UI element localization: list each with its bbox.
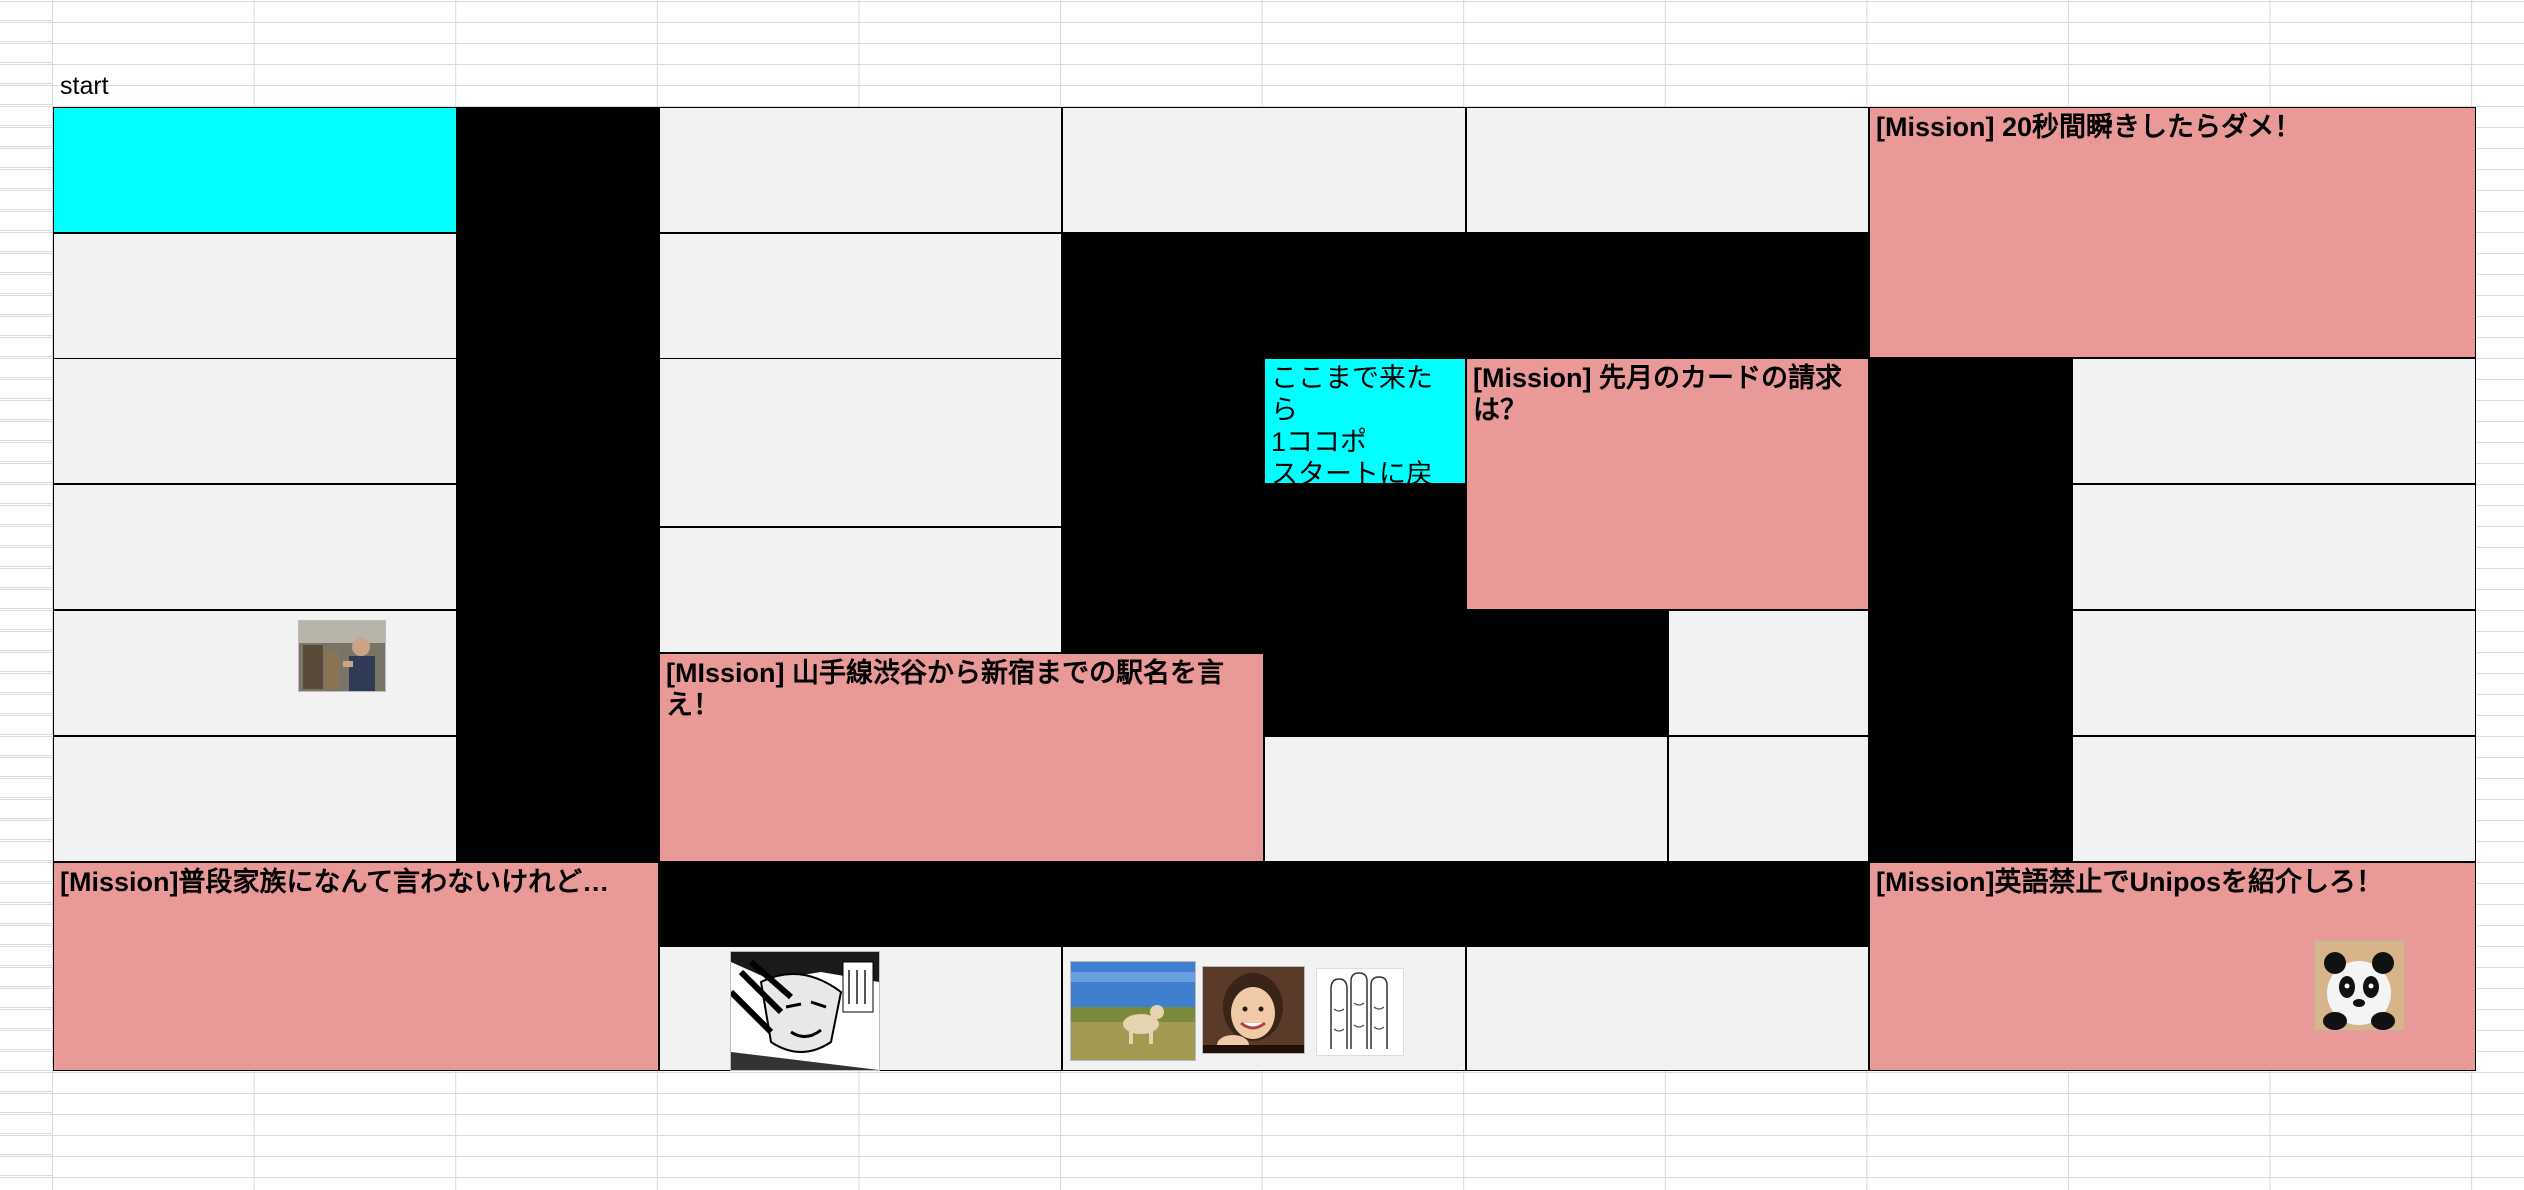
wall-block bbox=[1264, 484, 1466, 610]
start-label: start bbox=[60, 72, 109, 100]
woman-photo[interactable] bbox=[1202, 966, 1305, 1054]
board-square[interactable] bbox=[1062, 946, 1466, 1071]
mission-blink-square[interactable]: [Mission] 20秒間瞬きしたらダメ！ bbox=[1869, 107, 2476, 358]
mission-family-text: [Mission]普段家族になんて言わないけれど… bbox=[60, 867, 610, 897]
board-square[interactable] bbox=[1668, 736, 1869, 862]
board-square[interactable] bbox=[659, 946, 1062, 1071]
board-square[interactable] bbox=[2072, 358, 2476, 484]
board-square[interactable] bbox=[53, 358, 457, 484]
wall-block bbox=[1869, 358, 2072, 862]
mission-unipos-text: [Mission]英語禁止でUniposを紹介しろ！ bbox=[1876, 867, 2383, 897]
board-square[interactable] bbox=[659, 527, 1062, 653]
wall-block bbox=[1062, 233, 1869, 359]
mission-family-square[interactable]: [Mission]普段家族になんて言わないけれど… bbox=[53, 862, 659, 1071]
dog-photo[interactable] bbox=[1070, 961, 1196, 1061]
mission-card-text: [Mission] 先月のカードの請求は？ bbox=[1473, 363, 1842, 425]
board-square[interactable] bbox=[659, 233, 1062, 359]
board-square[interactable] bbox=[2072, 484, 2476, 610]
board-square[interactable] bbox=[53, 484, 457, 610]
board-square[interactable] bbox=[659, 358, 1062, 527]
board-square[interactable] bbox=[53, 233, 457, 359]
panda-photo[interactable] bbox=[2314, 940, 2405, 1031]
wall-block bbox=[457, 107, 659, 862]
manga-panel[interactable] bbox=[730, 951, 880, 1071]
board-square[interactable] bbox=[1062, 107, 1466, 233]
wall-block bbox=[1264, 610, 1668, 736]
board-square[interactable] bbox=[53, 736, 457, 862]
board-square[interactable] bbox=[659, 107, 1062, 233]
board-square[interactable] bbox=[1466, 107, 1869, 233]
start-square[interactable] bbox=[53, 107, 457, 233]
board-square[interactable] bbox=[2072, 610, 2476, 736]
wall-block bbox=[1062, 358, 1264, 653]
board-square[interactable] bbox=[2072, 736, 2476, 862]
mission-card-square[interactable]: [Mission] 先月のカードの請求は？ bbox=[1466, 358, 1869, 610]
mission-unipos-square[interactable]: [Mission]英語禁止でUniposを紹介しろ！ bbox=[1869, 862, 2476, 1071]
board-square[interactable] bbox=[1466, 946, 1869, 1071]
board-square[interactable] bbox=[1668, 610, 1869, 736]
finger-drawing[interactable] bbox=[1316, 968, 1404, 1056]
return-to-start-text: ここまで来たら 1ココポ スタートに戻る bbox=[1271, 363, 1433, 520]
board-square[interactable] bbox=[53, 610, 457, 736]
person-photo[interactable] bbox=[298, 620, 386, 692]
wall-block bbox=[659, 862, 1869, 946]
mission-yamanote-square[interactable]: [MIssion] 山手線渋谷から新宿までの駅名を言え！ bbox=[659, 653, 1264, 862]
mission-yamanote-text: [MIssion] 山手線渋谷から新宿までの駅名を言え！ bbox=[666, 658, 1224, 720]
board-square[interactable] bbox=[1264, 736, 1668, 862]
return-to-start-square[interactable]: ここまで来たら 1ココポ スタートに戻る bbox=[1264, 358, 1466, 520]
mission-blink-text: [Mission] 20秒間瞬きしたらダメ！ bbox=[1876, 112, 2302, 142]
